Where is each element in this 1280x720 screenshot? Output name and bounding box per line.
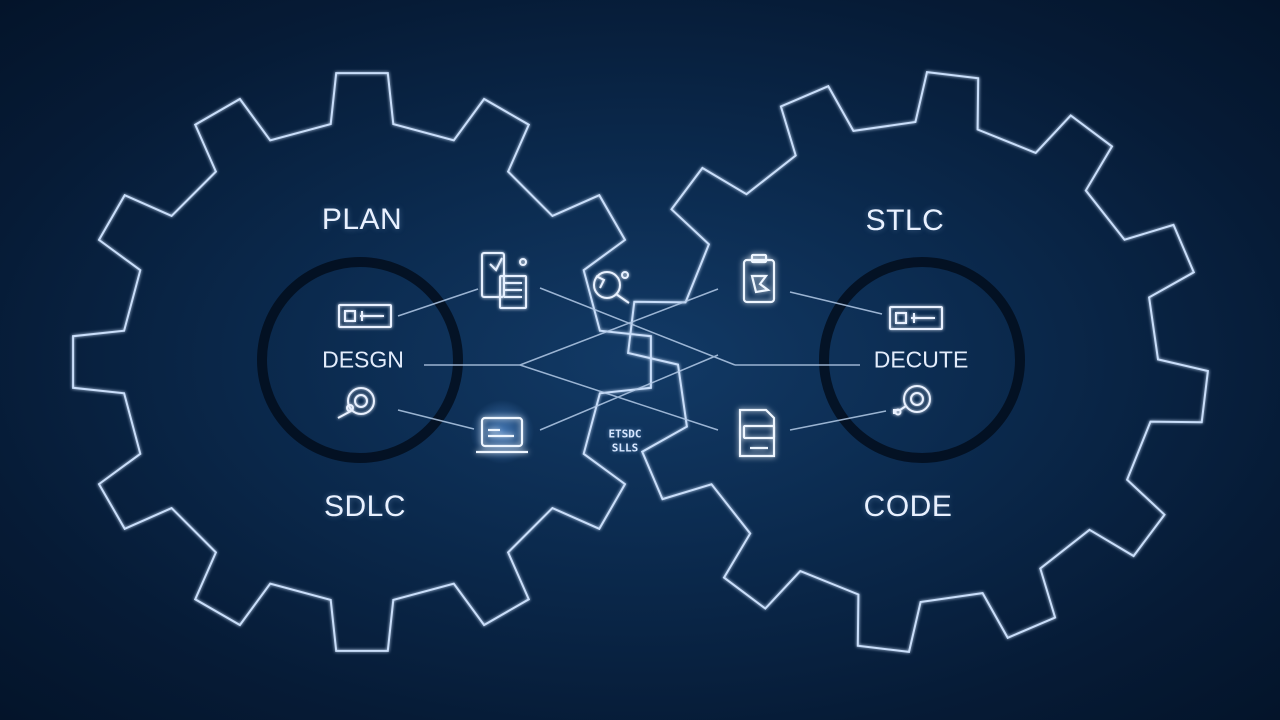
document-icon xyxy=(481,252,527,309)
target-gear-icon xyxy=(893,385,931,416)
clipboard-icon xyxy=(742,253,776,304)
connector-line xyxy=(519,364,719,431)
code-text-line-2: SLLS xyxy=(611,441,639,455)
connector-line xyxy=(789,291,883,315)
right-gear-bottom-label: CODE xyxy=(863,490,953,523)
left-gear-bottom-label: SDLC xyxy=(323,490,407,523)
code-text-line-1: ETSDC xyxy=(608,427,642,441)
left-inner-ring xyxy=(257,257,463,463)
connector-line xyxy=(397,409,475,430)
laptop-icon xyxy=(470,400,534,464)
right-inner-ring xyxy=(819,257,1025,463)
magnifier-gear-icon xyxy=(337,387,375,419)
connector-line xyxy=(539,287,736,366)
left-gear-middle-label: DESGN xyxy=(322,346,404,373)
right-gear-outline xyxy=(626,70,1210,654)
magnifier-icon xyxy=(593,271,630,304)
connector-line xyxy=(539,354,719,431)
connector-line xyxy=(519,288,719,366)
connector-line xyxy=(397,288,479,317)
file-icon xyxy=(738,408,776,458)
monitor-icon xyxy=(889,306,943,330)
connector-lines xyxy=(397,287,887,431)
left-gear-top-label: PLAN xyxy=(321,203,403,236)
connector-line xyxy=(789,410,887,431)
right-gear-middle-label: DECUTE xyxy=(873,346,969,373)
monitor-icon xyxy=(338,304,392,328)
right-gear-top-label: STLC xyxy=(865,204,945,237)
left-gear-outline xyxy=(72,72,652,652)
